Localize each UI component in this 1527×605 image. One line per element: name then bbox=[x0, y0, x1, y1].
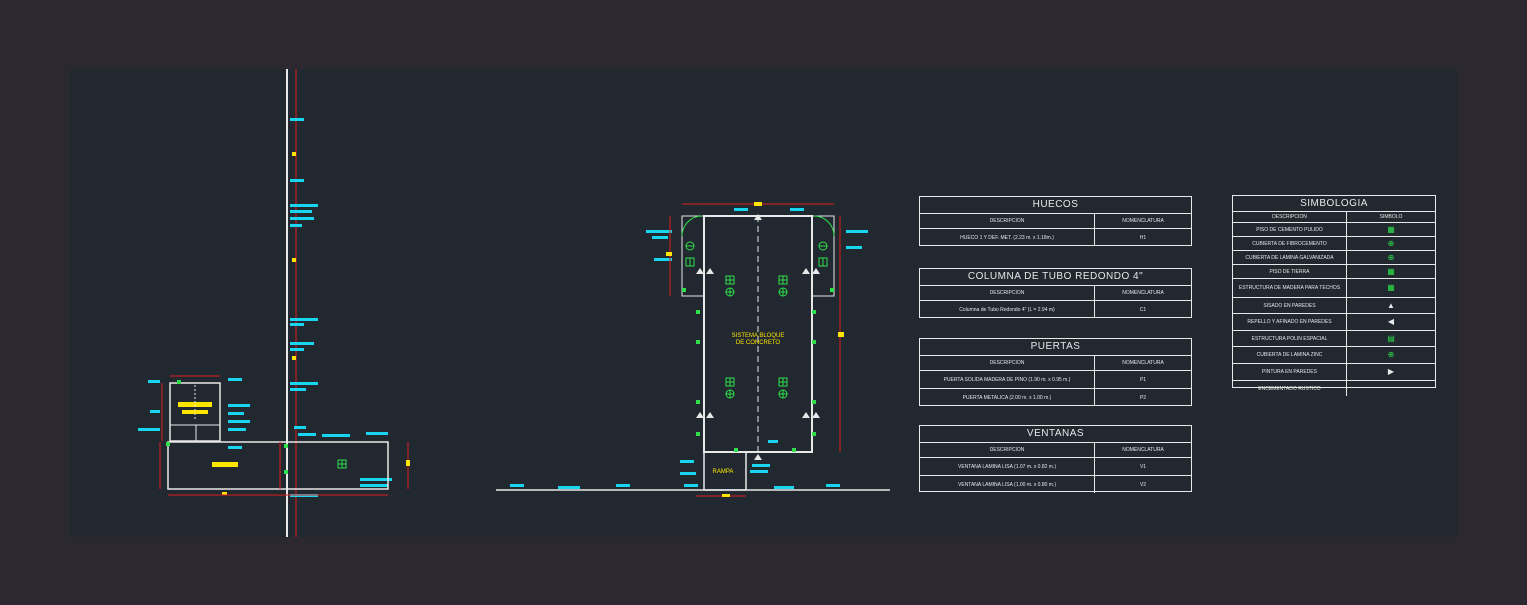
square-grid-icon: ▦ bbox=[1387, 224, 1395, 234]
table-row: PINTURA EN PAREDES ▶ bbox=[1233, 364, 1435, 381]
table-simbologia: SIMBOLOGIA DESCRIPCION SIMBOLO PISO DE C… bbox=[1232, 195, 1436, 396]
col-desc-header: DESCRIPCION bbox=[920, 443, 1095, 457]
table-title: COLUMNA DE TUBO REDONDO 4" bbox=[920, 269, 1191, 286]
plan-main-label: SISTEMA BLOQUE DE CONCRETO bbox=[718, 333, 798, 347]
cell-nom: V1 bbox=[1139, 463, 1147, 470]
cell-desc: PINTURA EN PAREDES bbox=[1233, 364, 1347, 380]
cell-desc: REPELLO Y AFINADO EN PAREDES bbox=[1233, 314, 1347, 330]
table-title: PUERTAS bbox=[920, 339, 1191, 356]
cell-desc: PUERTA METALICA (2.00 m. x 1.00 m.) bbox=[920, 389, 1095, 406]
table-ventanas: VENTANAS DESCRIPCION NOMENCLATURA VENTAN… bbox=[919, 425, 1192, 493]
col-sym-header: SIMBOLO bbox=[1379, 214, 1403, 220]
col-nom-header: NOMENCLATURA bbox=[1122, 218, 1164, 224]
table-header-row: DESCRIPCION NOMENCLATURA bbox=[920, 214, 1191, 229]
cell-desc: ESTRUCTURA DE MADERA PARA TECHOS bbox=[1233, 279, 1347, 297]
col-nom-header: NOMENCLATURA bbox=[1122, 360, 1164, 366]
table-row: SISADO EN PAREDES ▲ bbox=[1233, 298, 1435, 314]
col-desc-header: DESCRIPCION bbox=[1233, 212, 1347, 222]
circle-cross-icon: ⊕ bbox=[1387, 350, 1395, 359]
table-row: PISO DE TIERRA ▦ bbox=[1233, 265, 1435, 279]
table-row: ESTRUCTURA DE MADERA PARA TECHOS ▦ bbox=[1233, 279, 1435, 298]
ramp-label: RAMPA bbox=[712, 469, 734, 475]
table-huecos: HUECOS DESCRIPCION NOMENCLATURA HUECO 1 … bbox=[919, 196, 1192, 246]
site-plan-left bbox=[138, 69, 410, 537]
col-desc-header: DESCRIPCION bbox=[920, 356, 1095, 370]
table-title: VENTANAS bbox=[920, 426, 1191, 443]
cell-nom: V2 bbox=[1139, 481, 1147, 488]
square-grid-icon: ▦ bbox=[1387, 266, 1395, 276]
table-header-row: DESCRIPCION NOMENCLATURA bbox=[920, 443, 1191, 458]
cell-desc: ESTRUCTURA POLIN ESPACIAL bbox=[1233, 331, 1347, 346]
triangle-left-icon: ◀ bbox=[1387, 317, 1395, 326]
cell-desc: CUBIERTA DE LAMINA GALVANIZADA bbox=[1233, 251, 1347, 264]
cell-desc: HUECO 1 Y DEF. MET. (2.23 m. x 1.18m.) bbox=[920, 229, 1095, 246]
cell-desc: VENTANA LAMINA LISA (1.07 m. x 0.82 m.) bbox=[920, 458, 1095, 475]
table-row: REPELLO Y AFINADO EN PAREDES ◀ bbox=[1233, 314, 1435, 331]
cell-nom: H1 bbox=[1139, 234, 1147, 241]
drawing-area bbox=[69, 69, 1458, 537]
floor-plan-main bbox=[496, 202, 890, 497]
table-puertas: PUERTAS DESCRIPCION NOMENCLATURA PUERTA … bbox=[919, 338, 1192, 406]
circle-cross-icon: ⊕ bbox=[1387, 252, 1395, 262]
table-row: PUERTA SOLIDA MADERA DE PINO (1.90 m. x … bbox=[920, 371, 1191, 389]
table-row: CUBIERTA DE LAMINA ZINC ⊕ bbox=[1233, 347, 1435, 364]
col-desc-header: DESCRIPCION bbox=[920, 286, 1095, 300]
cell-desc: PISO DE CEMENTO PULIDO bbox=[1233, 223, 1347, 236]
triangle-up-icon: ▲ bbox=[1387, 300, 1395, 310]
triangle-right-icon: ▶ bbox=[1387, 367, 1395, 376]
cell-nom: C1 bbox=[1139, 306, 1147, 313]
cell-desc: PISO DE TIERRA bbox=[1233, 265, 1347, 278]
cell-desc: Columna de Tubo Redondo 4" (L = 2.94 m) bbox=[920, 301, 1095, 318]
cell-desc: SISADO EN PAREDES bbox=[1233, 298, 1347, 313]
col-nom-header: NOMENCLATURA bbox=[1122, 290, 1164, 296]
square-bar-icon: ▤ bbox=[1387, 333, 1395, 343]
cell-desc: PUERTA SOLIDA MADERA DE PINO (1.90 m. x … bbox=[920, 371, 1095, 388]
table-row: VENTANA LAMINA LISA (1.07 m. x 0.82 m.) … bbox=[920, 458, 1191, 476]
col-nom-header: NOMENCLATURA bbox=[1122, 447, 1164, 453]
cell-desc: ENCEMENTADO RUSTICO bbox=[1233, 381, 1347, 396]
table-header-row: DESCRIPCION NOMENCLATURA bbox=[920, 356, 1191, 371]
table-row: ENCEMENTADO RUSTICO bbox=[1233, 381, 1435, 396]
table-row: PUERTA METALICA (2.00 m. x 1.00 m.) P2 bbox=[920, 389, 1191, 406]
table-row: Columna de Tubo Redondo 4" (L = 2.94 m) … bbox=[920, 301, 1191, 318]
table-title: HUECOS bbox=[920, 197, 1191, 214]
table-row: VENTANA LAMINA LISA (1.00 m. x 0.80 m.) … bbox=[920, 476, 1191, 493]
table-title: SIMBOLOGIA bbox=[1233, 196, 1435, 212]
table-row: CUBIERTA DE LAMINA GALVANIZADA ⊕ bbox=[1233, 251, 1435, 265]
cell-desc: CUBIERTA DE LAMINA ZINC bbox=[1233, 347, 1347, 363]
table-row: PISO DE CEMENTO PULIDO ▦ bbox=[1233, 223, 1435, 237]
plan-label-line1: SISTEMA BLOQUE bbox=[731, 333, 785, 339]
cell-desc: VENTANA LAMINA LISA (1.00 m. x 0.80 m.) bbox=[920, 476, 1095, 493]
table-columna: COLUMNA DE TUBO REDONDO 4" DESCRIPCION N… bbox=[919, 268, 1192, 318]
table-row: ESTRUCTURA POLIN ESPACIAL ▤ bbox=[1233, 331, 1435, 347]
cell-desc: CUBIERTA DE FIBROCEMENTO bbox=[1233, 237, 1347, 250]
table-row: HUECO 1 Y DEF. MET. (2.23 m. x 1.18m.) H… bbox=[920, 229, 1191, 246]
square-grid-icon: ▦ bbox=[1387, 283, 1395, 292]
table-row: CUBIERTA DE FIBROCEMENTO ⊕ bbox=[1233, 237, 1435, 251]
table-header-row: DESCRIPCION SIMBOLO bbox=[1233, 212, 1435, 223]
table-header-row: DESCRIPCION NOMENCLATURA bbox=[920, 286, 1191, 301]
cell-nom: P2 bbox=[1139, 394, 1147, 401]
plan-label-line2: DE CONCRETO bbox=[735, 340, 781, 346]
cell-symbol-empty bbox=[1347, 381, 1435, 396]
col-desc-header: DESCRIPCION bbox=[920, 214, 1095, 228]
circle-cross-icon: ⊕ bbox=[1387, 238, 1395, 248]
cell-nom: P1 bbox=[1139, 376, 1147, 383]
